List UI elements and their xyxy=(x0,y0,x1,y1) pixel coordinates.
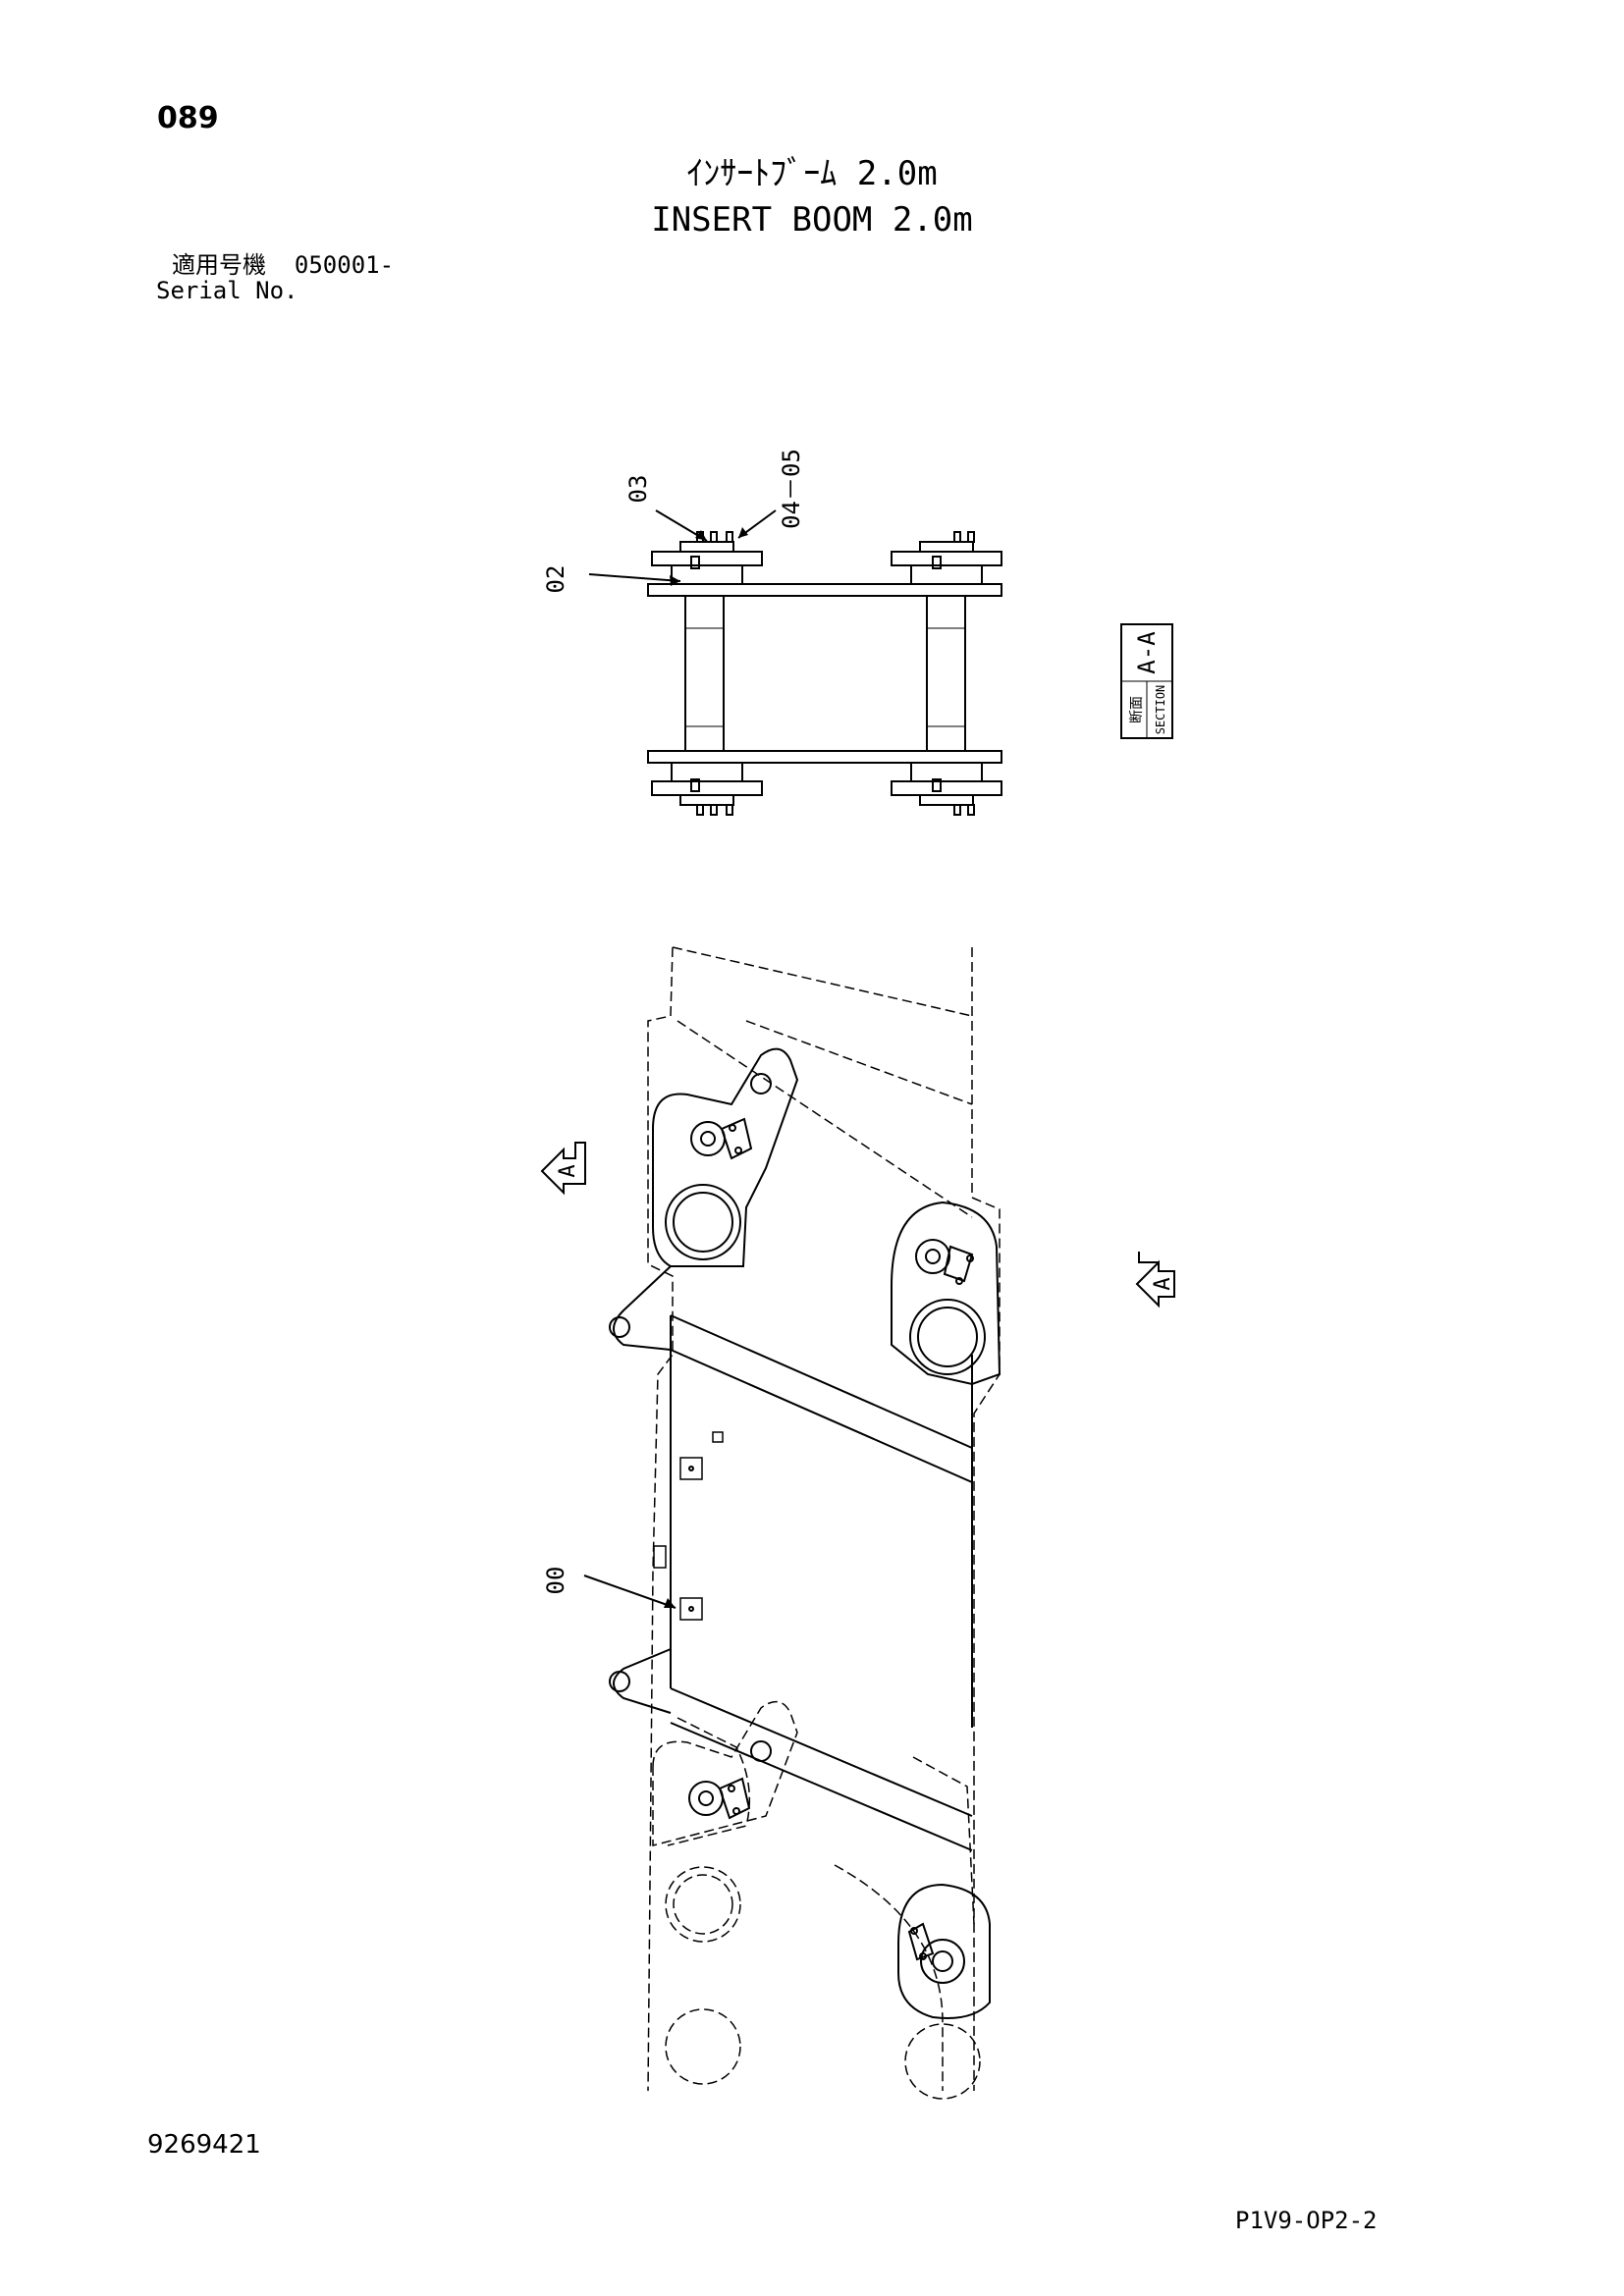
section-view: 02 03 04－05 xyxy=(542,449,1002,816)
serial-label-japanese: 適用号機 050001- xyxy=(172,253,394,277)
leader-02 xyxy=(588,573,681,582)
section-rail-top xyxy=(647,583,1002,597)
title-japanese: ｲﾝｻｰﾄﾌﾞｰﾑ 2.0m xyxy=(686,154,938,193)
page-number: 089 xyxy=(157,101,219,135)
document-number: 9269421 xyxy=(147,2130,261,2160)
section-label-jp: 断面 xyxy=(1129,696,1145,723)
part-label-04-05: 04－05 xyxy=(778,449,805,529)
part-label-02: 02 xyxy=(542,565,569,594)
serial-range: 050001- xyxy=(294,251,395,279)
section-arrow-left-letter: A xyxy=(556,1164,580,1177)
part-label-03: 03 xyxy=(624,475,652,504)
page-code: P1V9-OP2-2 xyxy=(1235,2207,1378,2234)
section-rail-bottom xyxy=(647,750,1002,764)
section-label-aa: A-A xyxy=(1133,631,1161,674)
title-english: INSERT BOOM 2.0m xyxy=(651,200,973,240)
section-arrow-right-letter: A xyxy=(1151,1277,1175,1290)
boom-main-view: 00 xyxy=(542,946,1001,2100)
part-label-00: 00 xyxy=(542,1567,569,1595)
leader-00 xyxy=(583,1575,677,1609)
serial-label-english: Serial No. xyxy=(156,277,298,304)
section-aa-label-box: 断面 SECTION A-A xyxy=(1120,623,1173,739)
section-label-en: SECTION xyxy=(1154,685,1167,735)
serial-label-jp: 適用号機 xyxy=(172,251,266,279)
section-arrow-left: A xyxy=(540,1142,586,1196)
section-arrow-right: A xyxy=(1135,1252,1175,1308)
